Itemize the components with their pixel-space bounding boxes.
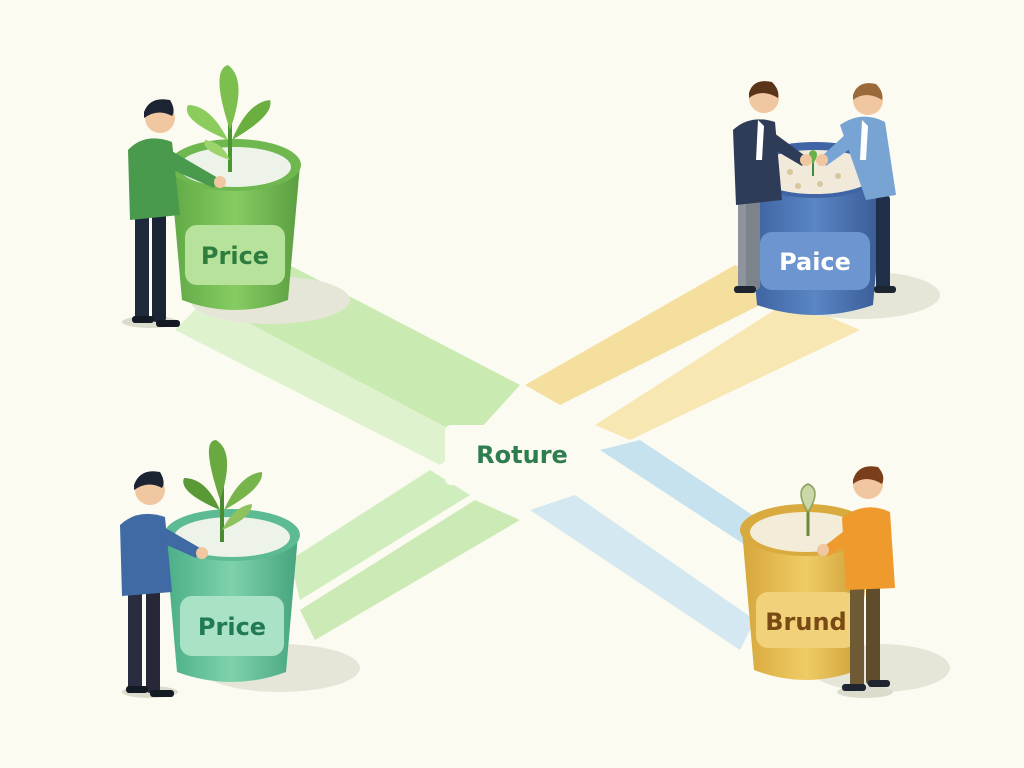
- person-icon: [122, 99, 226, 328]
- path-bottom-left-outer: [300, 500, 520, 640]
- tub-label-plate: [185, 225, 285, 285]
- plant-icon: [183, 440, 263, 542]
- person-icon: [733, 81, 812, 293]
- person-icon: [816, 83, 896, 293]
- person-icon: [120, 471, 208, 698]
- center-node: Roture: [445, 425, 595, 485]
- node-bottom-left: Price: [120, 440, 360, 698]
- tub-label: Brund: [765, 608, 846, 636]
- path-top-right: [525, 265, 790, 405]
- node-top-right: Paice: [733, 81, 940, 319]
- path-top-left-outer: [175, 300, 470, 465]
- center-label: Roture: [476, 441, 568, 469]
- person-icon: [817, 466, 895, 698]
- tub-label: Paice: [779, 248, 851, 276]
- tub-label: Price: [201, 242, 269, 270]
- sprout-icon: [800, 483, 816, 536]
- node-bottom-right: Brund: [740, 466, 950, 698]
- plant-icon: [186, 65, 271, 172]
- tub-label-plate: [180, 596, 284, 656]
- path-bottom-left: [290, 470, 470, 600]
- node-top-left: Price: [122, 65, 350, 328]
- tub-label: Price: [198, 613, 266, 641]
- tub-label-plate: [756, 592, 856, 648]
- path-bottom-right-outer: [530, 495, 755, 650]
- tub-label-plate: [760, 232, 870, 290]
- path-top-right-outer: [595, 300, 860, 440]
- path-bottom-right: [600, 440, 760, 545]
